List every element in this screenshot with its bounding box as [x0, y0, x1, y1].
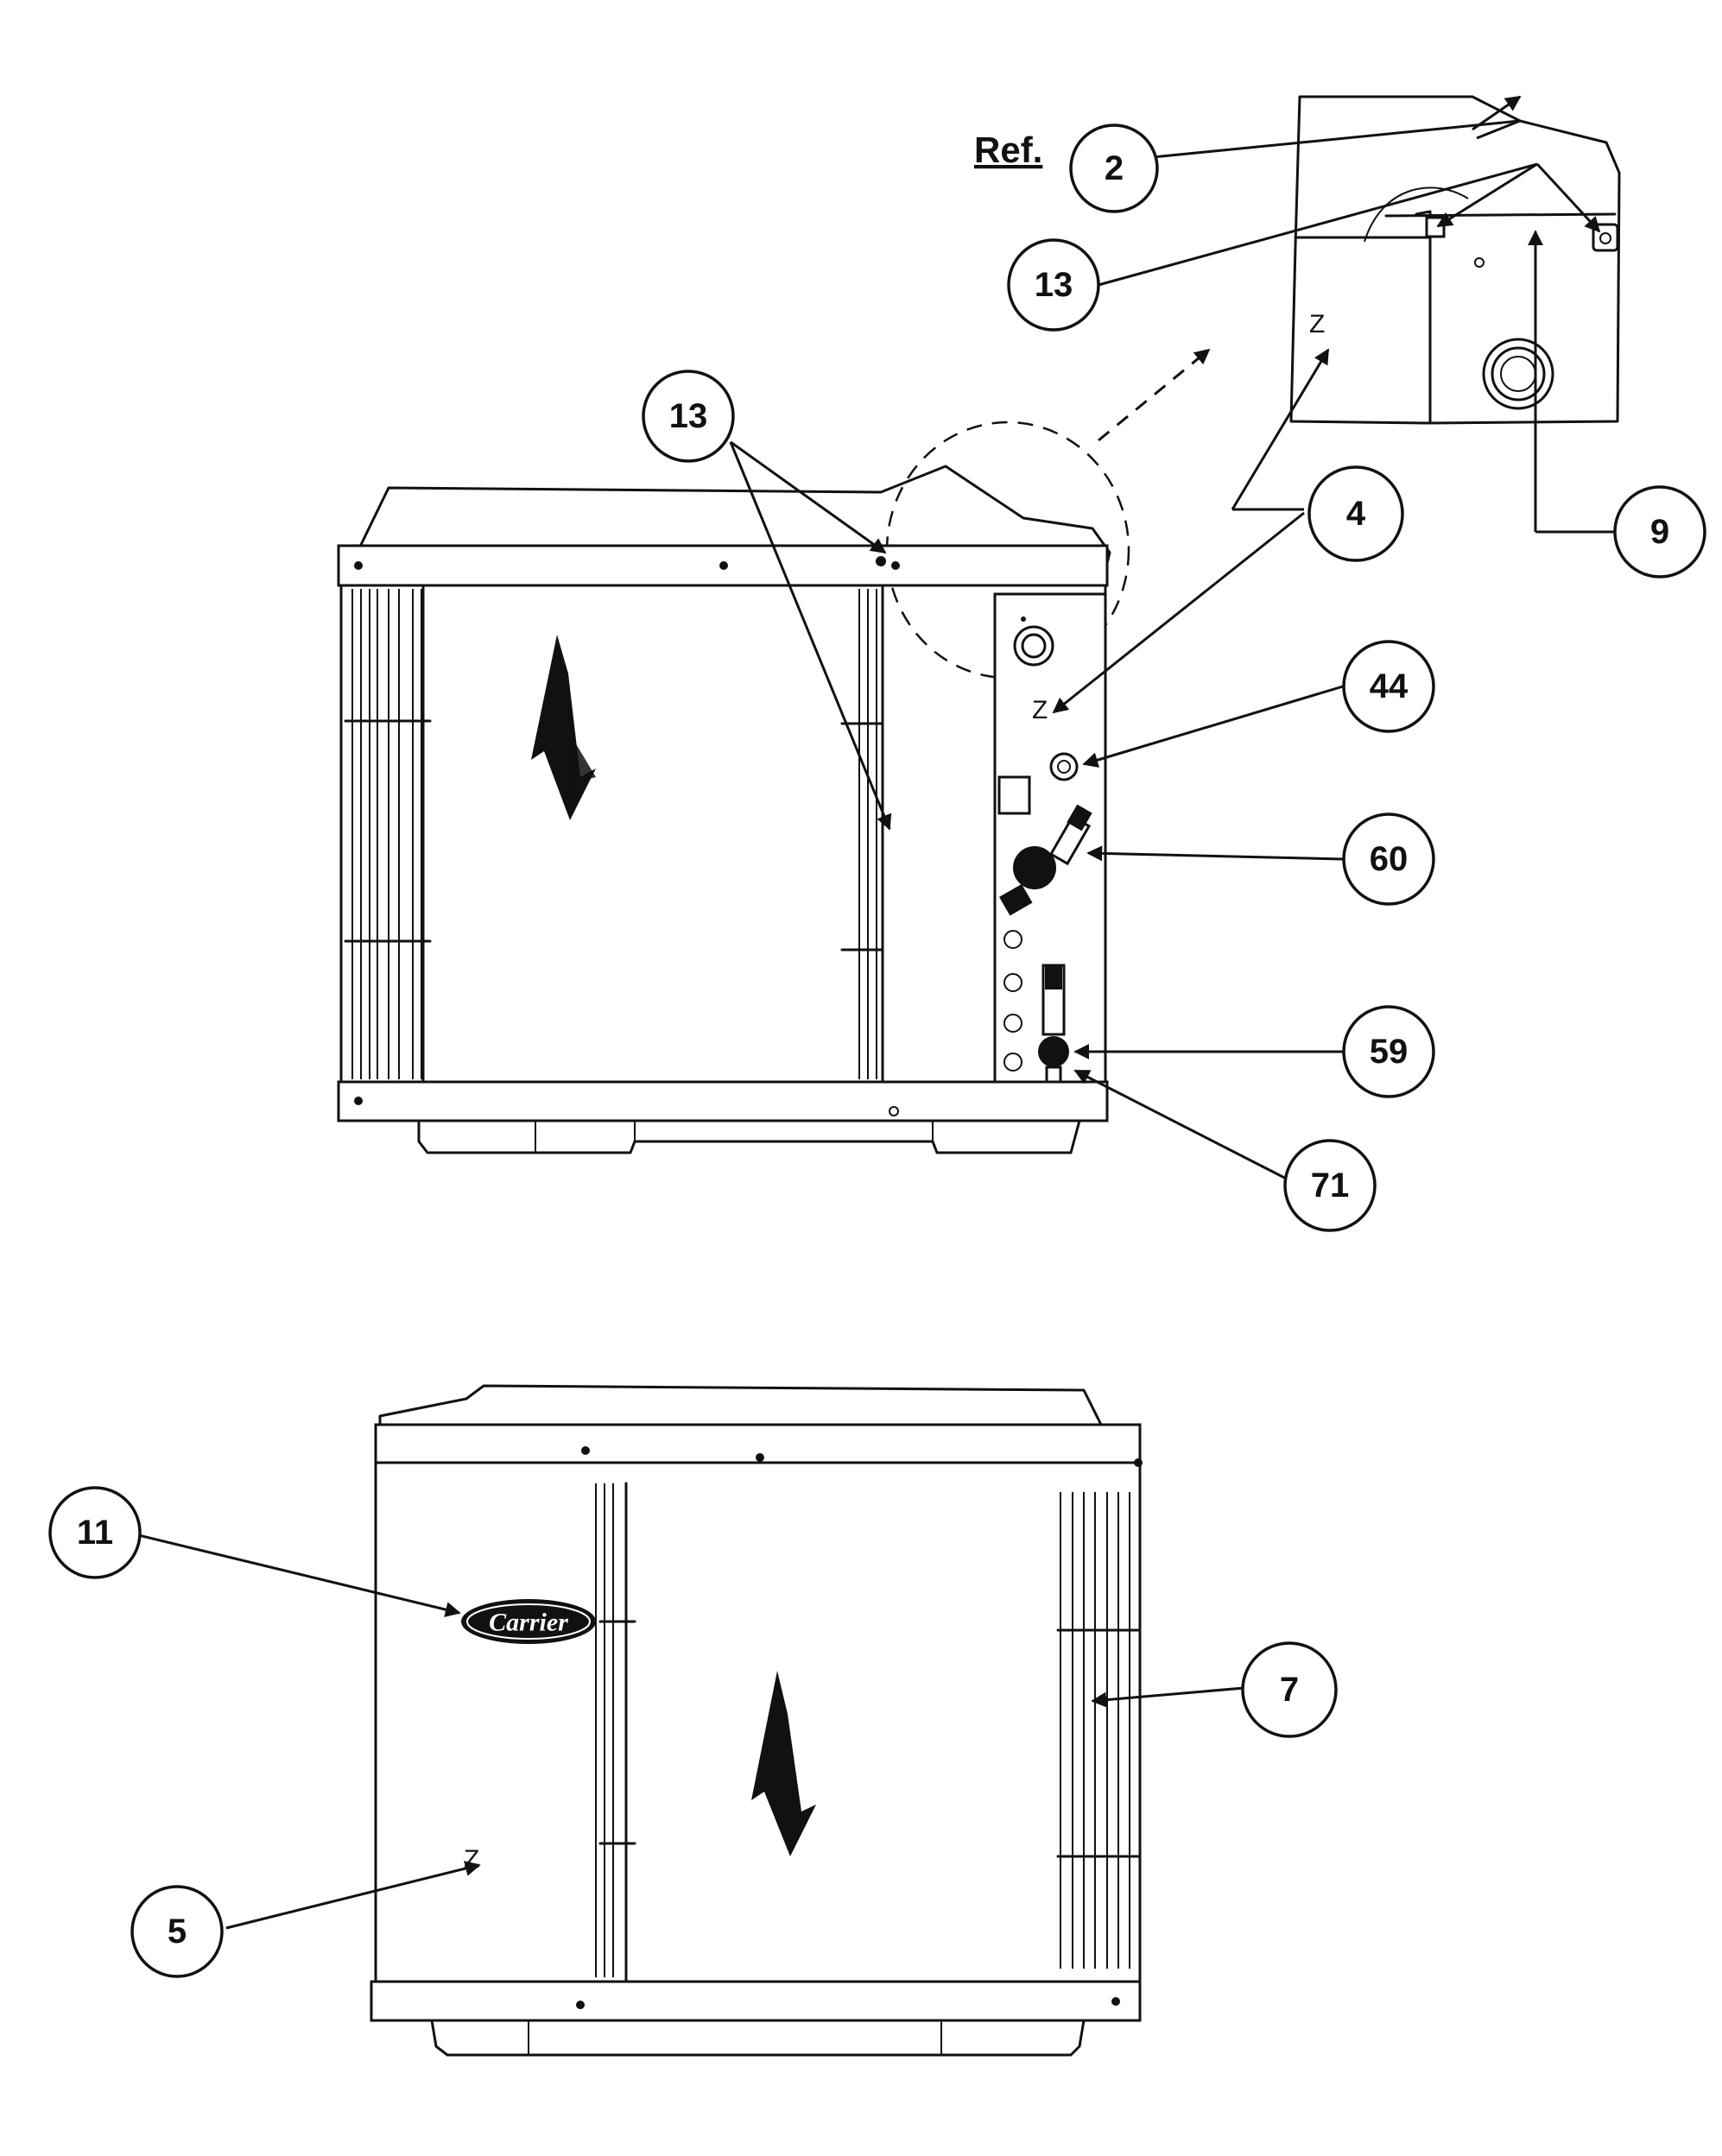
callout-13-top: 13 [642, 370, 735, 463]
leader-lines [127, 95, 1615, 1930]
detail-arrow [1098, 348, 1211, 442]
callout-11-label: 11 [77, 1514, 113, 1552]
callout-9-label: 9 [1650, 513, 1669, 551]
callout-5: 5 [130, 1885, 224, 1978]
ref-label: Ref. [974, 130, 1042, 170]
detail-view: Z [1289, 95, 1621, 425]
callout-60-label: 60 [1370, 840, 1409, 878]
callout-60: 60 [1342, 812, 1435, 906]
callout-59-label: 59 [1370, 1033, 1409, 1071]
panel-z-mark: Z [1032, 696, 1048, 724]
callout-2-label: 2 [1105, 149, 1124, 187]
carrier-logo-text: Carrier [489, 1609, 568, 1637]
callout-13-top-label: 13 [669, 397, 708, 435]
callout-11: 11 [48, 1486, 142, 1579]
callout-4-label: 4 [1346, 495, 1366, 533]
callout-2: 2 [1069, 123, 1159, 213]
detail-z-mark: Z [1309, 310, 1325, 338]
callout-13-detail: 13 [1007, 238, 1100, 332]
callout-4: 4 [1307, 465, 1404, 562]
carrier-logo: Carrier [461, 1599, 596, 1644]
callout-13-detail-label: 13 [1035, 266, 1073, 304]
callout-44-label: 44 [1370, 667, 1409, 705]
callout-5-label: 5 [168, 1913, 187, 1951]
callout-71-label: 71 [1311, 1167, 1350, 1204]
front-view-unit: Carrier Z [370, 1384, 1143, 2057]
callout-71: 71 [1283, 1139, 1377, 1232]
callout-9: 9 [1613, 485, 1706, 579]
callout-59: 59 [1342, 1005, 1435, 1098]
side-view-unit: Z [337, 465, 1111, 1154]
callout-44: 44 [1342, 640, 1435, 733]
callout-7: 7 [1241, 1641, 1338, 1738]
callout-7-label: 7 [1280, 1671, 1299, 1709]
